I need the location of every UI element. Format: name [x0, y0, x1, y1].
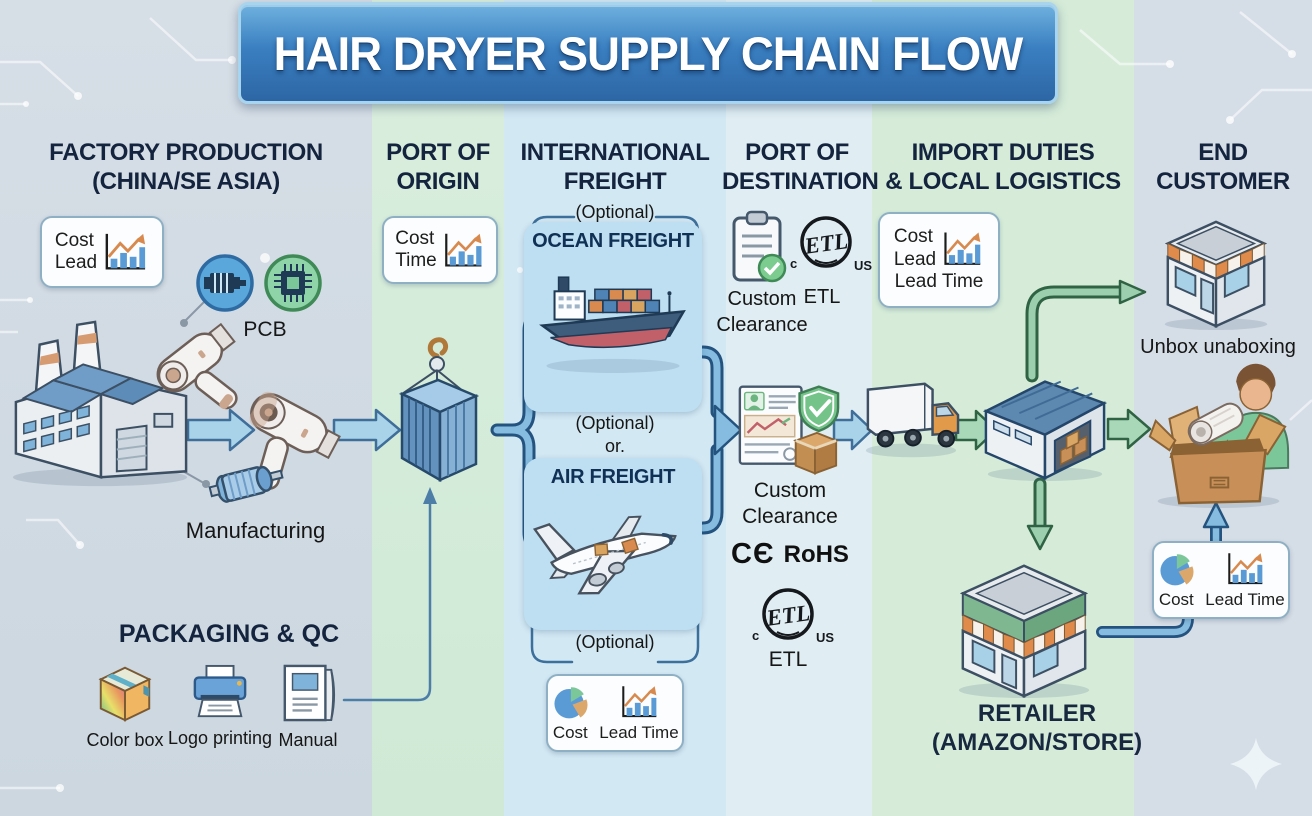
etl-mark-top: ETL c US: [790, 214, 872, 274]
packaging-item-manual: Manual: [272, 662, 344, 751]
packaging-item-color-box: Color box: [84, 660, 166, 751]
cost-leadtime-badge-freight: Cost Lead Time: [546, 674, 684, 752]
header-port-of-destination: PORT OF DESTINATION: [722, 139, 879, 196]
etl-bottom-label: ETL: [768, 648, 808, 671]
container-crane-icon: [398, 337, 480, 483]
factory-icon: [12, 320, 188, 487]
container-ship-icon: [539, 276, 686, 373]
etl-mark-icon: ETL: [762, 588, 814, 640]
truck-icon: [865, 382, 960, 458]
chart-up-icon: [1228, 553, 1263, 585]
freight-cost-label: Cost: [552, 723, 588, 742]
header-port-of-origin: PORT OF ORIGIN: [386, 139, 490, 196]
manual-label: Manual: [278, 730, 338, 750]
cargo-airplane-icon: [532, 515, 677, 595]
header-international-freight: INTERNATIONAL FREIGHT: [520, 139, 710, 196]
air-freight-title: AIR FREIGHT: [550, 466, 676, 488]
manufacturing-label: Manufacturing: [185, 518, 326, 543]
etl-c-label: c: [790, 256, 798, 271]
pie-chart-icon: [554, 687, 588, 719]
retailer-label: RETAILER (AMAZON/STORE): [931, 700, 1143, 756]
rohs-label: RoHS: [783, 540, 849, 568]
header-factory-production: FACTORY PRODUCTION (CHINA/SE ASIA): [49, 139, 323, 196]
sparkle-icon: [1230, 738, 1282, 790]
custom-clearance-top-label: Custom Clearance: [716, 288, 808, 336]
etl-mark-bottom: ETL c US: [752, 586, 834, 646]
etl-us-label: US: [815, 630, 834, 645]
optional-or-label: (Optional) or.: [575, 413, 655, 457]
chart-up-icon: [622, 686, 657, 718]
air-freight-box: AIR FREIGHT: [524, 458, 702, 630]
unbox-label: Unbox unaboxing: [1140, 336, 1296, 358]
packaging-qc-title: PACKAGING & QC: [118, 620, 340, 648]
color-box-icon: [98, 666, 152, 722]
etl-top-label: ETL: [803, 286, 841, 308]
chart-up-icon: [444, 233, 482, 267]
ce-mark-icon: CЄ: [731, 538, 775, 570]
pcb-chip-circle-icon: [264, 254, 322, 312]
import-leadtime-label: Lead Time: [894, 271, 984, 293]
pcb-label: PCB: [243, 318, 287, 341]
clipboard-check-icon: [732, 210, 787, 283]
motor-part-icon: [208, 465, 284, 503]
chart-up-icon: [944, 232, 981, 265]
page-title: HAIR DRYER SUPPLY CHAIN FLOW: [273, 26, 1024, 80]
svg-text:ETL: ETL: [764, 600, 811, 631]
etl-c-label: c: [752, 628, 760, 643]
manual-icon: [283, 664, 336, 722]
end-leadtime-label: Lead Time: [1205, 590, 1285, 609]
ocean-freight-box: OCEAN FREIGHT: [524, 222, 702, 412]
retailer-store-icon: [958, 564, 1090, 699]
title-banner: HAIR DRYER SUPPLY CHAIN FLOW: [238, 2, 1058, 104]
cost-time-badge-origin: Cost Time: [382, 216, 498, 284]
etl-us-label: US: [853, 258, 872, 273]
optional-bottom-label: (Optional): [575, 632, 655, 652]
unboxing-icon: [1148, 363, 1290, 509]
custom-clearance-mid-label: Custom Clearance: [742, 479, 838, 529]
etl-mark-icon: ETL: [800, 216, 852, 268]
end-customer-store-icon: [1164, 220, 1268, 331]
logo-printing-label: Logo printing: [167, 728, 273, 748]
ocean-freight-title: OCEAN FREIGHT: [532, 230, 694, 252]
packaging-item-logo-printing: Logo printing: [168, 664, 272, 749]
header-end-customer: END CUSTOMER: [1156, 139, 1290, 196]
chart-up-icon: [105, 233, 146, 270]
cost-leadtime-badge-end: Cost Lead Time: [1152, 541, 1290, 619]
svg-text:ETL: ETL: [802, 228, 849, 259]
ce-rohs-row: CЄ RoHS: [726, 538, 854, 571]
pie-chart-icon: [1160, 554, 1194, 586]
motor-circle-icon: [196, 254, 254, 312]
cost-lead-badge-import: Cost Lead Lead Time: [878, 212, 1000, 308]
color-box-label: Color box: [86, 730, 164, 750]
end-cost-label: Cost: [1158, 590, 1194, 609]
customs-doc-shield-box-icon: [738, 385, 840, 475]
warehouse-icon: [982, 380, 1108, 482]
printer-icon: [193, 664, 247, 718]
hair-dryer-icon-small: [156, 322, 238, 410]
header-import-duties: IMPORT DUTIES & LOCAL LOGISTICS: [885, 139, 1121, 196]
cost-lead-badge-factory: Cost Lead: [40, 216, 164, 288]
optional-top-label: (Optional): [575, 202, 655, 222]
freight-leadtime-label: Lead Time: [599, 723, 679, 742]
